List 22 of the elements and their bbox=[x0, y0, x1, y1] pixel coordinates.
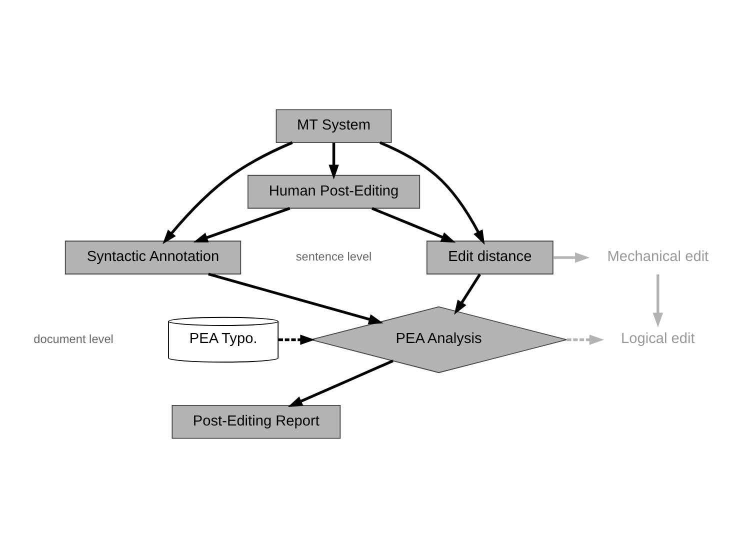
arrow bbox=[208, 272, 384, 324]
node-diamond: PEA Analysis bbox=[310, 306, 568, 373]
label: sentence level bbox=[296, 249, 372, 264]
arrow bbox=[371, 206, 456, 242]
node-box: Post-Editing Report bbox=[172, 404, 341, 438]
arrow bbox=[278, 334, 315, 344]
arrow bbox=[328, 142, 339, 179]
label: document level bbox=[34, 331, 114, 346]
arrow bbox=[162, 140, 293, 244]
arrow bbox=[652, 274, 664, 327]
arrow bbox=[553, 252, 590, 262]
node-box: MT System bbox=[276, 108, 392, 142]
arrow bbox=[454, 273, 481, 314]
arrow bbox=[288, 359, 394, 407]
arrow bbox=[193, 206, 290, 242]
arrow bbox=[566, 334, 604, 344]
node-text: Mechanical edit bbox=[607, 248, 709, 265]
node-box: Syntactic Annotation bbox=[64, 240, 242, 274]
node-box: Human Post-Editing bbox=[248, 174, 420, 208]
node-box: Edit distance bbox=[426, 240, 554, 274]
arrow bbox=[379, 140, 485, 244]
node-text: Logical edit bbox=[621, 330, 695, 347]
